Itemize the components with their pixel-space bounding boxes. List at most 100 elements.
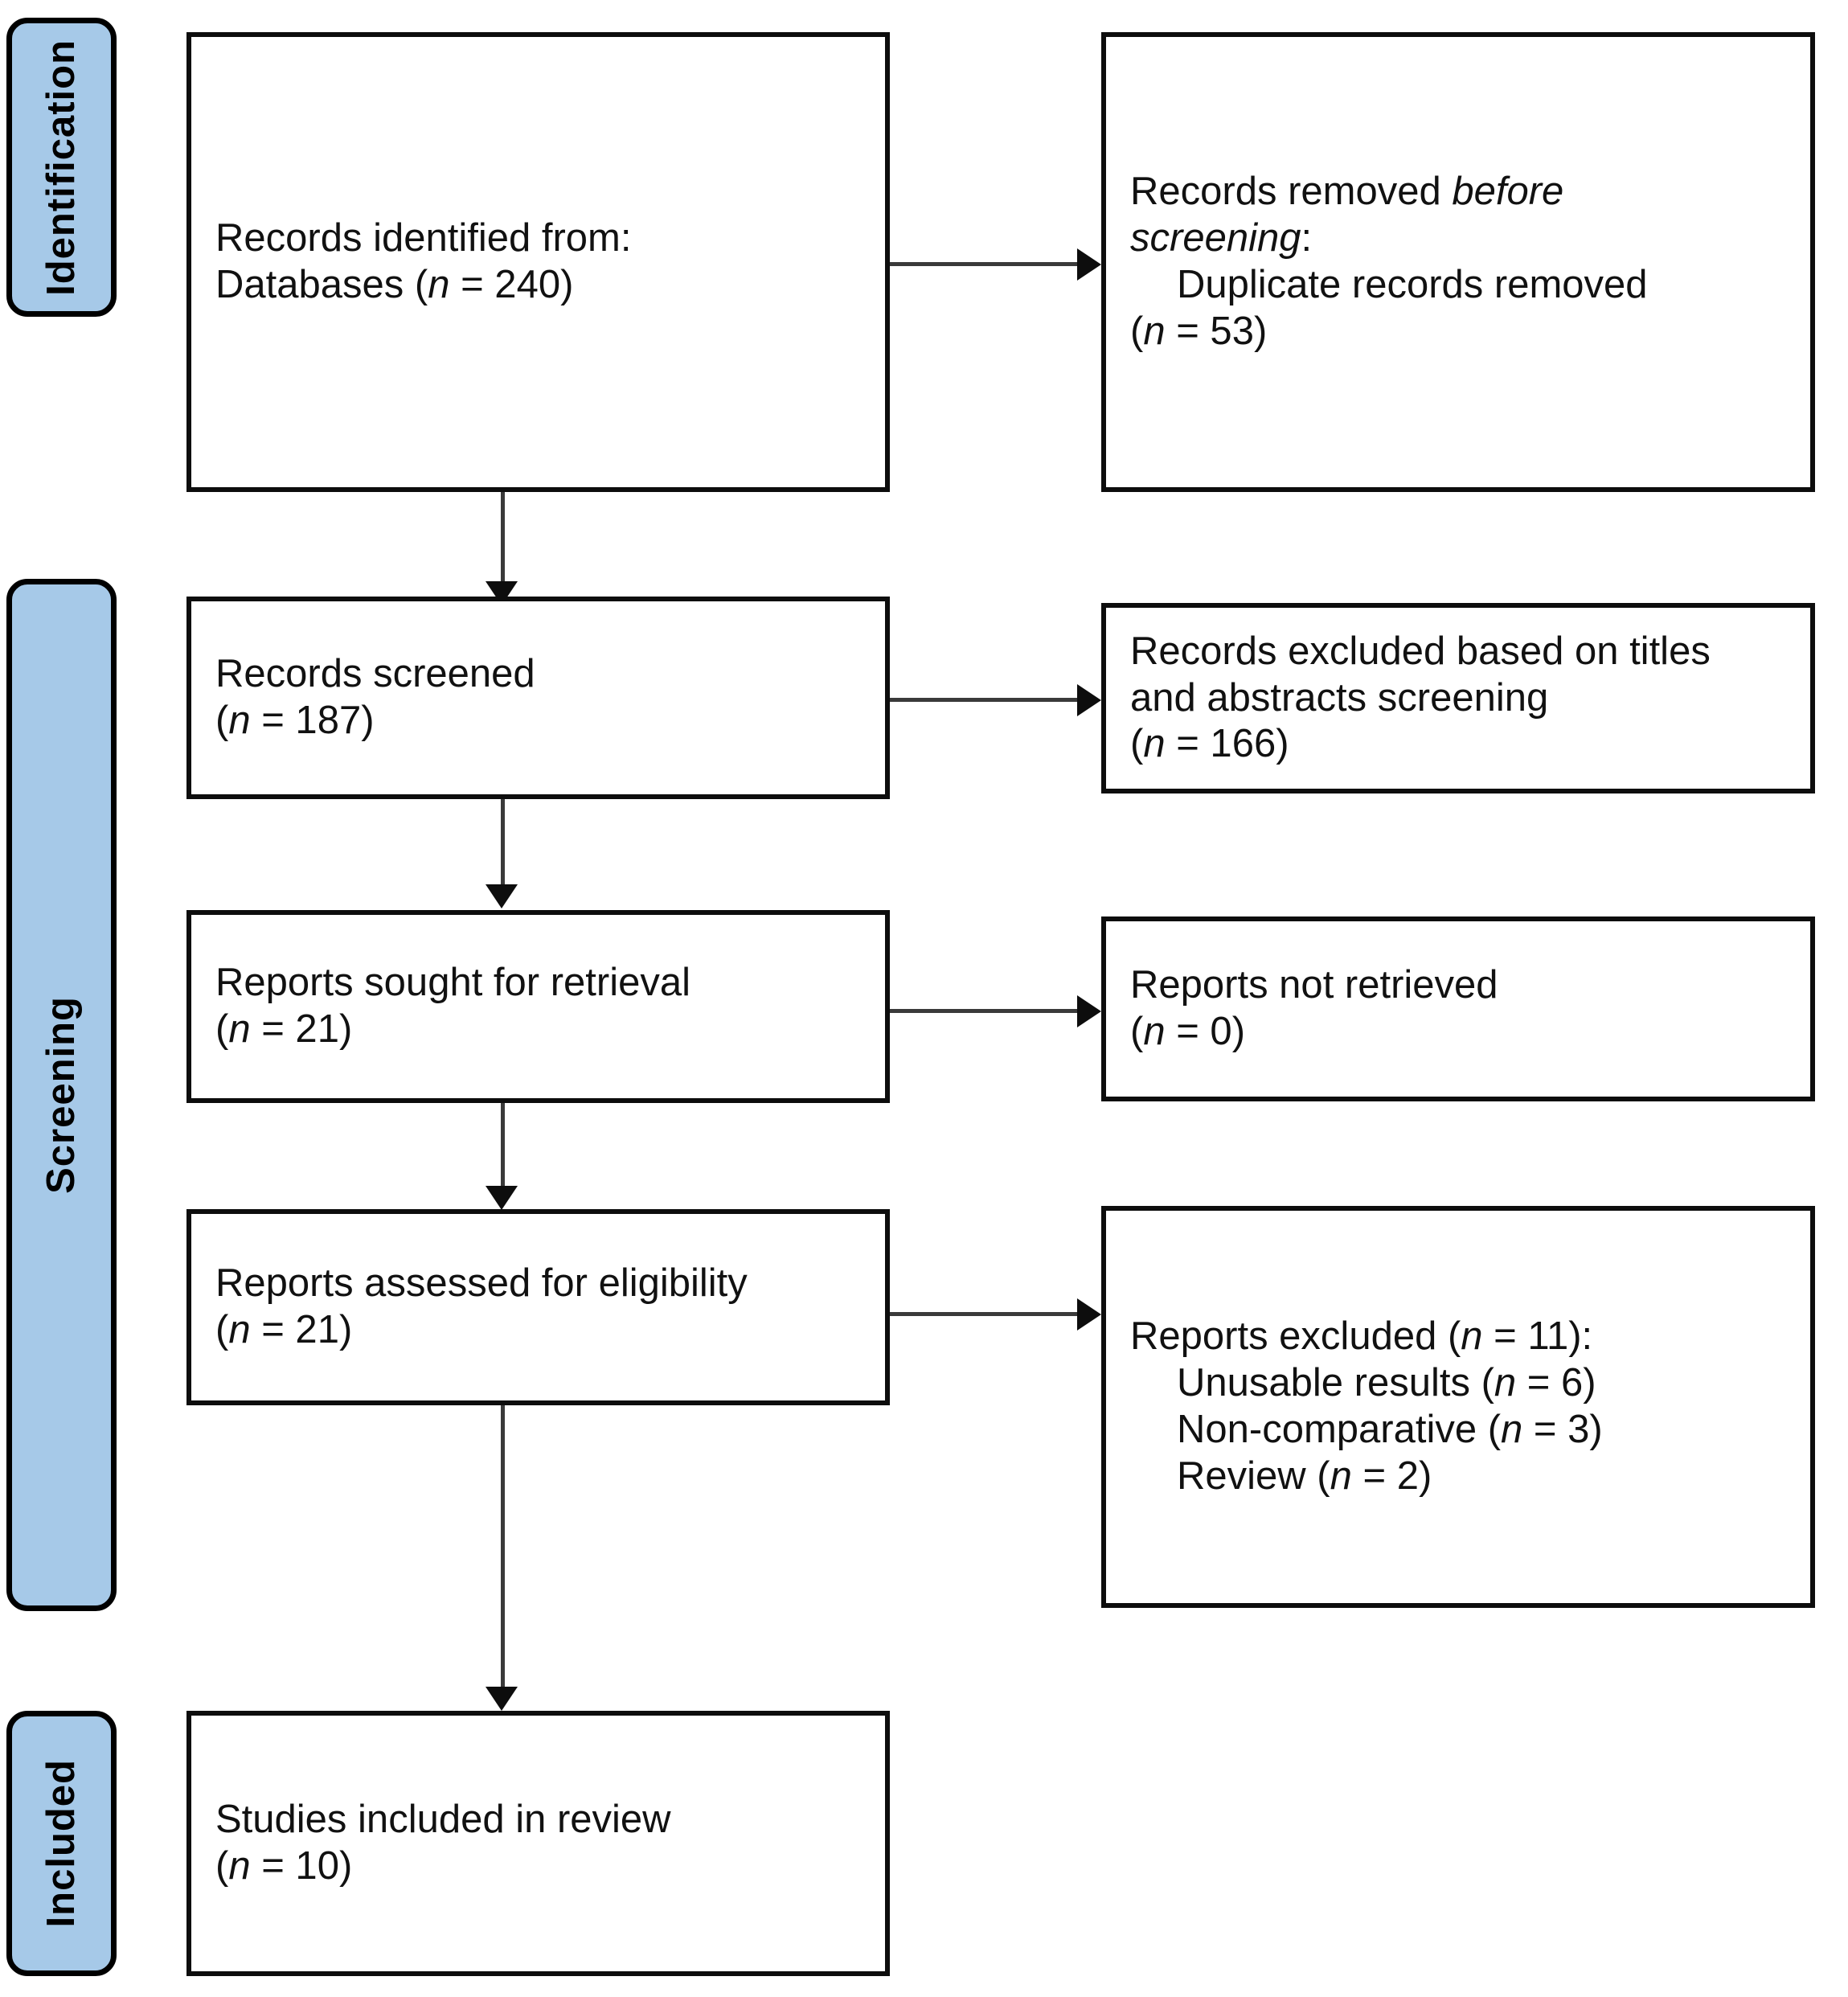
arrow-right-icon-assessed-to-reports-excluded (1077, 1298, 1101, 1331)
flow-box-studies-included: Studies included in review(n = 10) (186, 1711, 890, 1976)
text-plain: ( (1130, 309, 1144, 353)
flow-box-text-records-screened: Records screened(n = 187) (191, 651, 885, 744)
flow-box-text-reports-excluded: Reports excluded (n = 11):Unusable resul… (1106, 1314, 1810, 1499)
arrow-right-icon-screened-to-excluded (1077, 684, 1101, 716)
text-plain: = 6) (1516, 1361, 1596, 1405)
stage-pill-included: Included (6, 1711, 117, 1976)
text-italic: n (1143, 309, 1166, 353)
text-italic: before (1452, 170, 1564, 214)
connector-sought-to-assessed (501, 1103, 505, 1204)
text-italic: n (1143, 722, 1166, 766)
stage-label-screening: Screening (39, 996, 83, 1194)
arrow-right-icon-sought-to-not-retrieved (1077, 995, 1101, 1027)
text-line: (n = 21) (215, 1007, 861, 1053)
text-plain: Non-comparative ( (1177, 1408, 1502, 1451)
text-line: (n = 21) (215, 1307, 861, 1354)
text-plain: Duplicate records removed (1177, 263, 1648, 306)
text-plain: ( (215, 1007, 229, 1051)
text-plain: = 53) (1165, 309, 1268, 353)
text-plain: = 166) (1165, 722, 1289, 766)
stage-pill-identification: Identification (6, 18, 117, 317)
text-plain: and abstracts screening (1130, 675, 1549, 720)
flow-box-reports-assessed: Reports assessed for eligibility(n = 21) (186, 1209, 890, 1405)
text-line: (n = 10) (215, 1843, 861, 1890)
flow-box-reports-sought: Reports sought for retrieval(n = 21) (186, 910, 890, 1103)
flow-box-records-screened: Records screened(n = 187) (186, 597, 890, 799)
text-line: screening: (1130, 215, 1786, 262)
text-line: Databases (n = 240) (215, 262, 861, 309)
text-line: Records excluded based on titles (1130, 629, 1786, 675)
text-line: Studies included in review (215, 1797, 861, 1843)
text-line: and abstracts screening (1130, 675, 1786, 722)
text-plain: : (1301, 216, 1313, 260)
text-italic: n (228, 1308, 251, 1351)
text-italic: n (1330, 1454, 1352, 1498)
text-italic: n (1501, 1408, 1523, 1451)
flow-box-text-reports-not-retrieved: Reports not retrieved(n = 0) (1106, 962, 1810, 1056)
text-plain: ( (1130, 722, 1144, 766)
connector-screened-to-excluded (890, 698, 1083, 702)
stage-label-included: Included (39, 1759, 83, 1928)
arrow-right-icon-identified-to-removed (1077, 248, 1101, 281)
flow-box-text-reports-sought: Reports sought for retrieval(n = 21) (191, 960, 885, 1053)
text-line: Records identified from: (215, 215, 861, 262)
text-line: Review (n = 2) (1130, 1454, 1786, 1500)
flow-box-text-reports-assessed: Reports assessed for eligibility(n = 21) (191, 1261, 885, 1354)
flow-box-reports-not-retrieved: Reports not retrieved(n = 0) (1101, 916, 1815, 1101)
text-plain: Studies included in review (215, 1798, 671, 1842)
arrow-down-icon-screened-to-sought (486, 884, 518, 908)
text-italic: n (1461, 1314, 1483, 1359)
text-italic: n (228, 1844, 251, 1888)
text-line: Reports excluded (n = 11): (1130, 1314, 1786, 1360)
text-plain: ( (1130, 1010, 1144, 1053)
connector-screened-to-sought (501, 799, 505, 904)
text-line: (n = 0) (1130, 1009, 1786, 1056)
text-italic: n (228, 1007, 251, 1051)
flow-box-reports-excluded: Reports excluded (n = 11):Unusable resul… (1101, 1206, 1815, 1608)
stage-pill-screening: Screening (6, 579, 117, 1611)
text-plain: Records screened (215, 652, 535, 696)
text-plain: Records identified from: (215, 216, 632, 260)
text-plain: = 11): (1482, 1314, 1593, 1359)
text-line: Records removed before (1130, 169, 1786, 215)
text-plain: Reports assessed for eligibility (215, 1261, 748, 1306)
connector-sought-to-not-retrieved (890, 1009, 1083, 1013)
text-line: (n = 53) (1130, 309, 1786, 355)
text-line: (n = 187) (215, 698, 861, 744)
text-line: Unusable results (n = 6) (1130, 1360, 1786, 1407)
text-plain: Unusable results ( (1177, 1361, 1494, 1405)
text-line: Non-comparative (n = 3) (1130, 1407, 1786, 1454)
text-plain: Databases ( (215, 263, 428, 306)
text-italic: n (228, 699, 251, 742)
stage-label-identification: Identification (39, 39, 83, 296)
text-plain: = 240) (449, 263, 574, 306)
arrow-down-icon-assessed-to-included (486, 1687, 518, 1711)
connector-identified-to-screened (501, 492, 505, 597)
text-line: Records screened (215, 651, 861, 698)
text-plain: = 0) (1165, 1010, 1246, 1053)
text-line: Duplicate records removed (1130, 262, 1786, 309)
text-plain: Reports excluded ( (1130, 1314, 1461, 1359)
text-plain: Records excluded based on titles (1130, 629, 1711, 673)
connector-identified-to-removed (890, 262, 1083, 266)
text-plain: ( (215, 1308, 229, 1351)
text-plain: = 187) (250, 699, 375, 742)
text-italic: screening (1130, 216, 1301, 260)
text-plain: Reports sought for retrieval (215, 961, 690, 1005)
flow-box-text-records-identified: Records identified from:Databases (n = 2… (191, 215, 885, 309)
flow-box-records-identified: Records identified from:Databases (n = 2… (186, 32, 890, 492)
text-line: Reports assessed for eligibility (215, 1261, 861, 1307)
text-plain: = 2) (1351, 1454, 1432, 1498)
connector-assessed-to-included (501, 1405, 505, 1703)
text-plain: Records removed (1130, 170, 1453, 214)
text-plain: = 10) (250, 1844, 353, 1888)
text-plain: ( (215, 1844, 229, 1888)
text-italic: n (428, 263, 450, 306)
text-italic: n (1494, 1361, 1517, 1405)
flow-box-text-studies-included: Studies included in review(n = 10) (191, 1797, 885, 1890)
text-line: (n = 166) (1130, 721, 1786, 768)
